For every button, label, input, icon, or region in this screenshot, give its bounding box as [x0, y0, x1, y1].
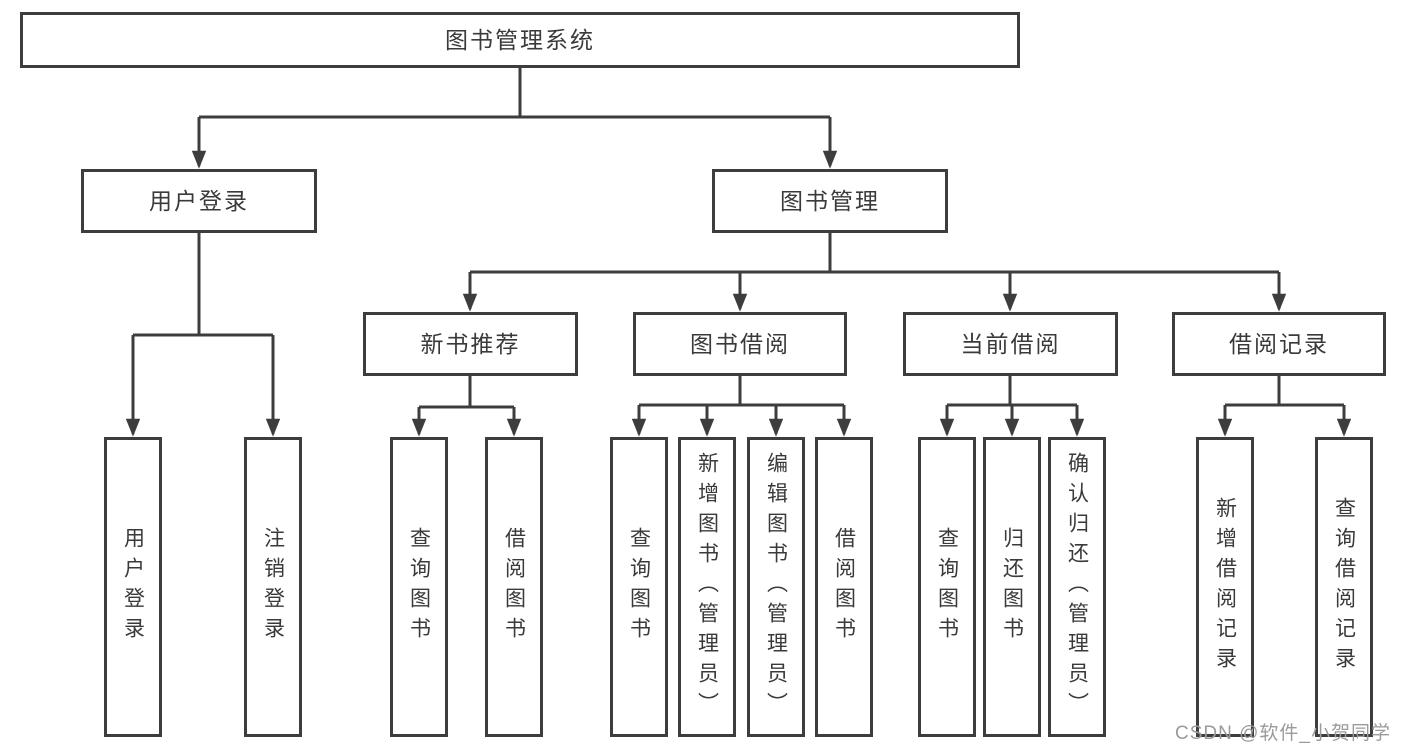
leaf-borrow-borrow-book: 借阅图书 — [815, 437, 873, 737]
leaf-recommend-query-book: 查询图书 — [390, 437, 448, 737]
connector-user-login-children — [125, 233, 281, 437]
leaf-records-add: 新增借阅记录 — [1196, 437, 1254, 737]
leaf-borrow-query-book: 查询图书 — [610, 437, 668, 737]
connector-borrow-records-children — [1217, 376, 1352, 437]
leaf-borrow-add-book-admin: 新增图书（管理员） — [678, 437, 736, 737]
leaf-borrow-edit-book-admin: 编辑图书（管理员） — [747, 437, 805, 737]
node-borrow-records: 借阅记录 — [1172, 312, 1386, 376]
node-current-borrow: 当前借阅 — [903, 312, 1118, 376]
connector-new-book-recommend-children — [411, 376, 522, 437]
connector-book-management-children — [462, 233, 1287, 312]
leaf-user-login: 用户登录 — [104, 437, 162, 737]
leaf-current-confirm-return-admin: 确认归还（管理员） — [1048, 437, 1106, 737]
leaf-current-query-book: 查询图书 — [918, 437, 976, 737]
leaf-current-return-book: 归还图书 — [983, 437, 1041, 737]
connector-root-to-level2 — [191, 68, 838, 169]
node-book-management: 图书管理 — [712, 169, 948, 233]
leaf-recommend-borrow-book: 借阅图书 — [485, 437, 543, 737]
leaf-logout: 注销登录 — [244, 437, 302, 737]
connector-book-borrow-children — [631, 376, 852, 437]
watermark: CSDN @软件_小贺同学 — [1175, 723, 1391, 744]
leaf-records-query: 查询借阅记录 — [1315, 437, 1373, 737]
node-new-book-recommend: 新书推荐 — [363, 312, 578, 376]
node-root-system: 图书管理系统 — [20, 12, 1020, 68]
connector-current-borrow-children — [939, 376, 1085, 437]
node-user-login: 用户登录 — [81, 169, 317, 233]
node-book-borrow: 图书借阅 — [633, 312, 847, 376]
